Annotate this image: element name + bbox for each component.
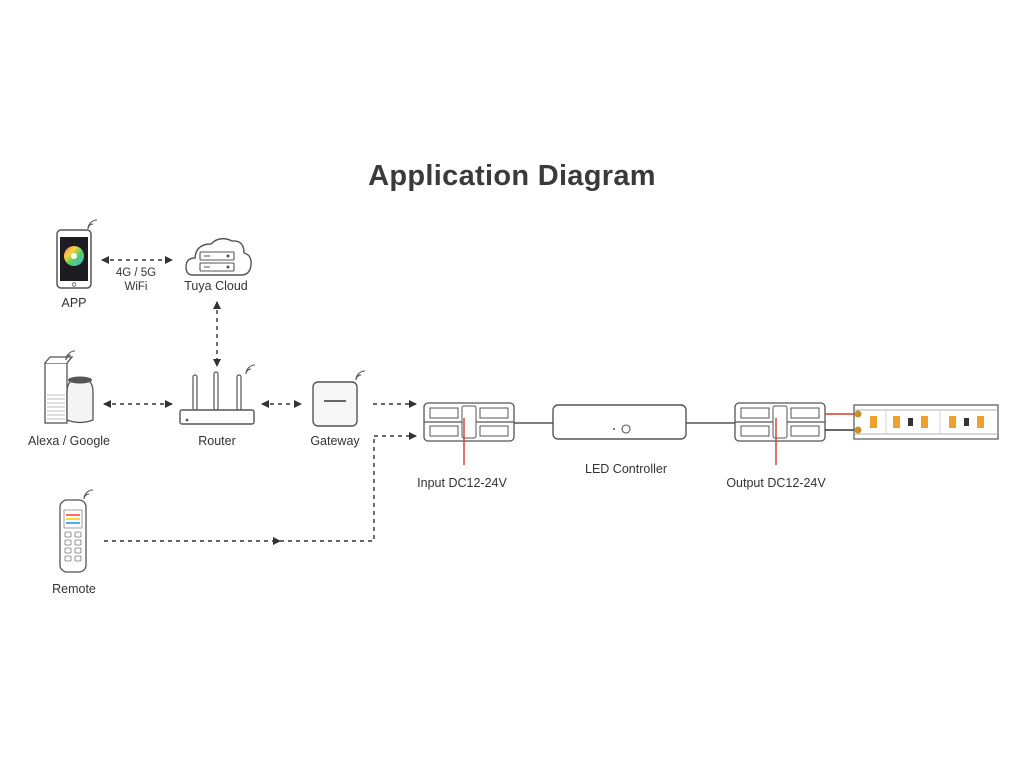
app-label: APP	[61, 296, 87, 310]
wifi-signal-icon	[65, 350, 76, 361]
cloud-icon	[185, 237, 252, 276]
router-label: Router	[198, 434, 236, 448]
diagram-title: Application Diagram	[368, 160, 656, 192]
input-connector-icon	[423, 402, 515, 442]
wifi-signal-icon	[87, 219, 98, 230]
phone-icon	[56, 229, 92, 289]
output-label: Output DC12-24V	[726, 476, 826, 490]
gateway-label: Gateway	[310, 434, 360, 448]
network-label-line-2: WiFi	[124, 281, 148, 293]
tuya-cloud-label: Tuya Cloud	[184, 279, 248, 293]
remote-label: Remote	[52, 582, 96, 596]
network-label-line-1: 4G / 5G	[115, 267, 157, 279]
wifi-signal-icon	[83, 489, 94, 500]
smart-speaker-icon	[44, 356, 94, 424]
input-label: Input DC12-24V	[417, 476, 507, 490]
led-controller-icon	[552, 404, 687, 440]
wifi-signal-icon	[355, 370, 366, 381]
wifi-signal-icon	[245, 364, 256, 375]
remote-icon	[59, 499, 87, 573]
output-connector-icon	[734, 402, 826, 442]
router-icon	[179, 371, 255, 425]
led-controller-label: LED Controller	[585, 462, 667, 476]
network-label: 4G / 5G WiFi	[116, 266, 156, 294]
remote-input-link	[104, 432, 417, 545]
gateway-icon	[312, 381, 358, 427]
led-strip-icon	[853, 404, 999, 440]
alexa-google-label: Alexa / Google	[28, 434, 110, 448]
